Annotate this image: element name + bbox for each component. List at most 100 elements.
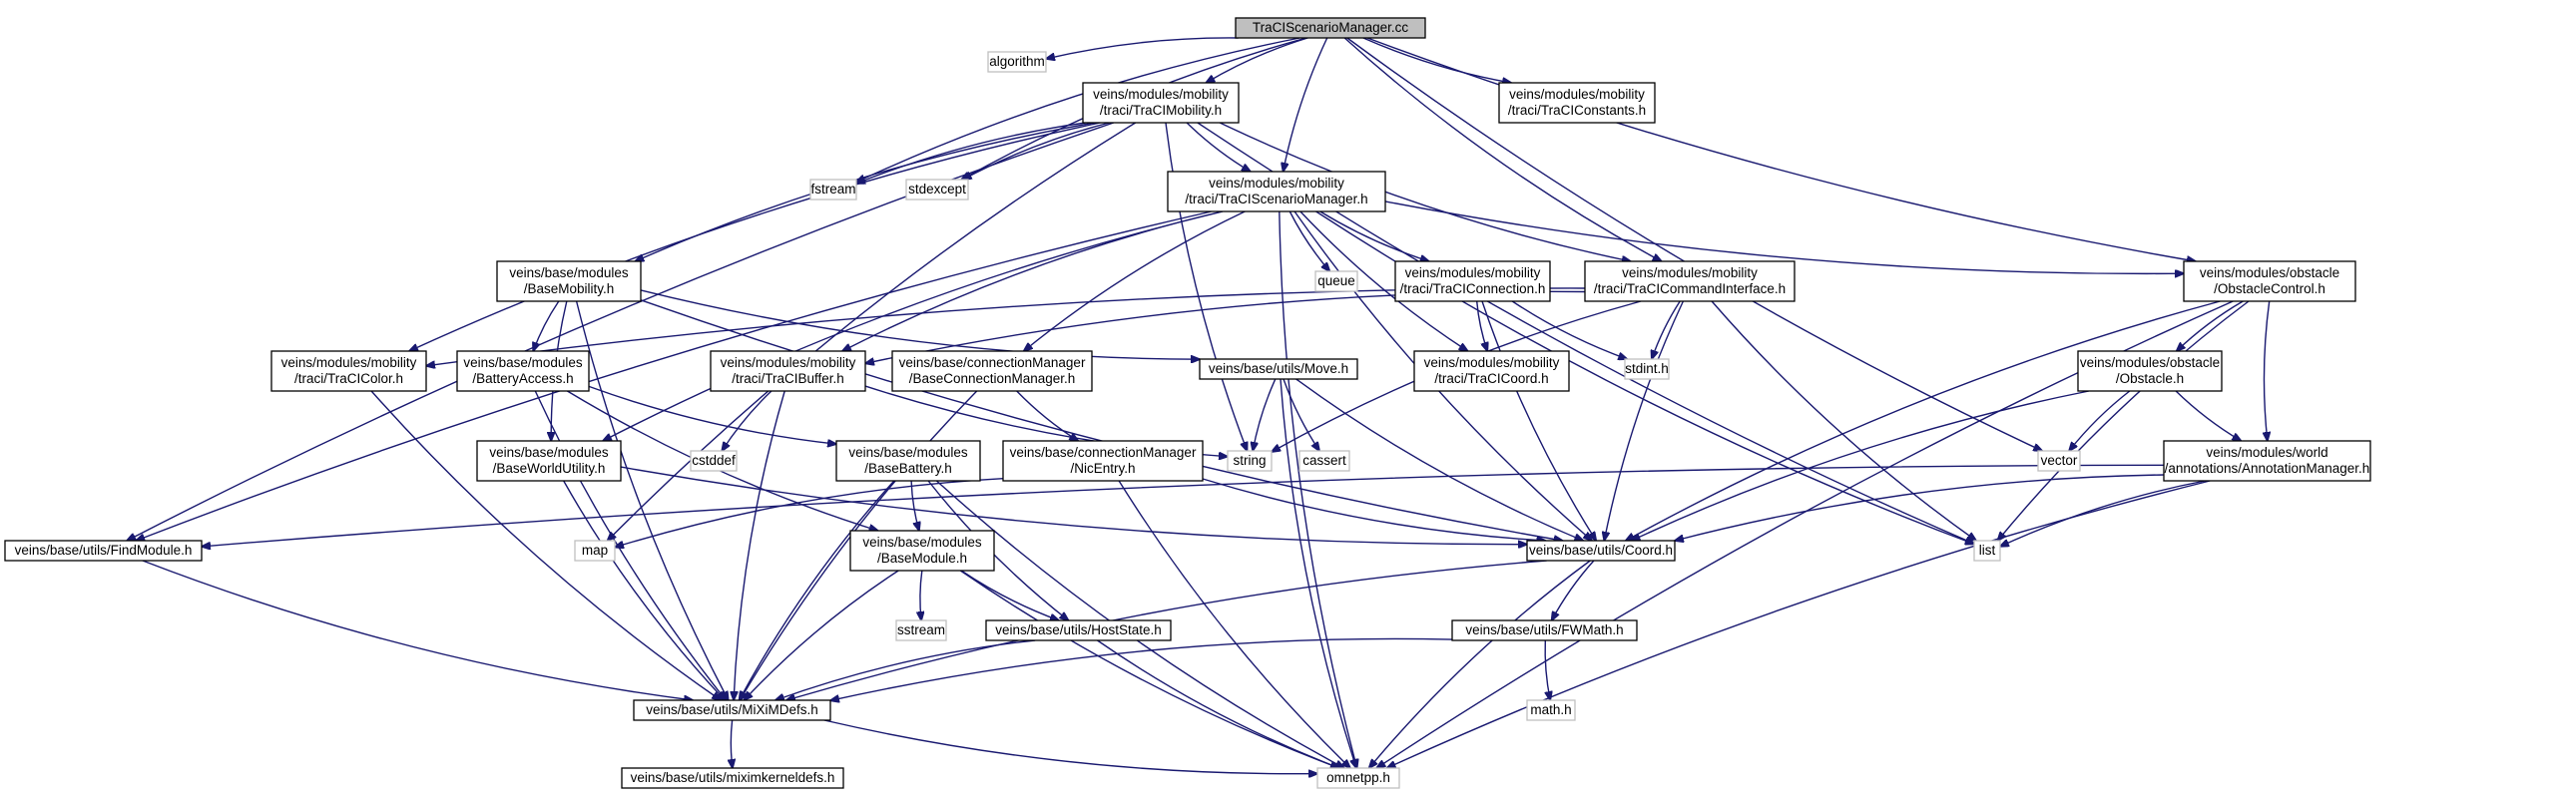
node-box-battery bbox=[835, 440, 981, 482]
include-edge-bwu-to-coord bbox=[620, 466, 1527, 545]
node-label-root-line-1: TraCIScenarioManager.cc bbox=[1253, 20, 1409, 35]
node-cassert: cassert bbox=[1298, 450, 1350, 472]
node-fwmath[interactable]: veins/base/utils/FWMath.h bbox=[1451, 619, 1638, 641]
node-box-mixim bbox=[633, 699, 831, 721]
node-box-coordh bbox=[1413, 350, 1570, 392]
node-label-bcm-line-2: /BaseConnectionManager.h bbox=[909, 371, 1076, 386]
include-edge-buffer-to-mixim bbox=[734, 390, 785, 700]
node-label-omnetpp-line-1: omnetpp.h bbox=[1326, 770, 1390, 785]
node-basemod[interactable]: veins/base/modules/BaseModule.h bbox=[849, 530, 995, 572]
include-edge-mob-to-findmod bbox=[127, 122, 1115, 541]
node-box-annot bbox=[2163, 440, 2371, 482]
node-mixim[interactable]: veins/base/utils/MiXiMDefs.h bbox=[633, 699, 831, 721]
include-edge-bcm-to-nic bbox=[1016, 390, 1079, 441]
include-edge-root-to-mob bbox=[1206, 37, 1308, 83]
node-box-stdexcept bbox=[905, 179, 969, 201]
node-box-nic bbox=[1002, 440, 1204, 482]
node-hoststate[interactable]: veins/base/utils/HostState.h bbox=[985, 619, 1172, 641]
node-box-vector bbox=[2037, 450, 2081, 472]
node-battacc[interactable]: veins/base/modules/BatteryAccess.h bbox=[456, 350, 590, 392]
node-label-coord-line-1: veins/base/utils/Coord.h bbox=[1529, 543, 1673, 558]
include-edge-annot-to-findmod bbox=[202, 464, 2165, 547]
include-edge-nic-to-omnetpp bbox=[1118, 480, 1350, 768]
include-edge-mob-to-color bbox=[409, 122, 1101, 351]
node-label-mob-line-2: /traci/TraCIMobility.h bbox=[1100, 103, 1222, 118]
node-label-bwu-line-1: veins/base/modules bbox=[489, 445, 609, 460]
node-box-bcm bbox=[891, 350, 1093, 392]
node-box-stdint bbox=[1624, 358, 1670, 380]
node-conn[interactable]: veins/modules/mobility/traci/TraCIConnec… bbox=[1394, 260, 1551, 302]
node-coord[interactable]: veins/base/utils/Coord.h bbox=[1526, 540, 1676, 562]
node-smh[interactable]: veins/modules/mobility/traci/TraCIScenar… bbox=[1167, 171, 1386, 212]
include-edge-smh-to-conn bbox=[1319, 210, 1429, 261]
include-edge-root-to-cmd bbox=[1343, 37, 1662, 261]
node-box-root bbox=[1235, 17, 1426, 39]
node-obsctl[interactable]: veins/modules/obstacle/ObstacleControl.h bbox=[2183, 260, 2356, 302]
node-box-move bbox=[1199, 358, 1358, 380]
node-basemob[interactable]: veins/base/modules/BaseMobility.h bbox=[496, 260, 642, 302]
include-edge-mob-to-map bbox=[608, 122, 1137, 541]
node-findmod[interactable]: veins/base/utils/FindModule.h bbox=[4, 540, 203, 562]
node-kernel[interactable]: veins/base/utils/miximkerneldefs.h bbox=[621, 767, 844, 789]
node-box-basemod bbox=[849, 530, 995, 572]
include-edge-basemob-to-battacc bbox=[533, 300, 560, 351]
node-box-kernel bbox=[621, 767, 844, 789]
node-color[interactable]: veins/modules/mobility/traci/TraCIColor.… bbox=[270, 350, 427, 392]
node-battery[interactable]: veins/base/modules/BaseBattery.h bbox=[835, 440, 981, 482]
node-stdexcept: stdexcept bbox=[905, 179, 969, 201]
node-label-conn-line-2: /traci/TraCIConnection.h bbox=[1400, 281, 1546, 296]
edge-layer bbox=[127, 37, 2270, 774]
node-bwu[interactable]: veins/base/modules/BaseWorldUtility.h bbox=[476, 440, 622, 482]
include-edge-fwmath-to-mathh bbox=[1544, 639, 1550, 700]
node-box-fstream bbox=[809, 179, 857, 201]
include-edge-cmd-to-stdint bbox=[1652, 300, 1681, 359]
node-box-string bbox=[1227, 450, 1273, 472]
node-fstream: fstream bbox=[809, 179, 857, 201]
node-obstacle[interactable]: veins/modules/obstacle/Obstacle.h bbox=[2077, 350, 2223, 392]
node-label-fstream-line-1: fstream bbox=[810, 182, 855, 197]
node-list: list bbox=[1973, 540, 2001, 562]
node-box-cmd bbox=[1584, 260, 1796, 302]
node-label-obsctl-line-1: veins/modules/obstacle bbox=[2200, 265, 2339, 280]
node-label-list-line-1: list bbox=[1979, 543, 1996, 558]
node-annot[interactable]: veins/modules/world/annotations/Annotati… bbox=[2163, 440, 2371, 482]
include-edge-mob-to-cmd bbox=[1219, 122, 1631, 261]
node-label-buffer-line-2: /traci/TraCIBuffer.h bbox=[732, 371, 844, 386]
include-edge-color-to-mixim bbox=[370, 390, 721, 700]
node-label-battacc-line-1: veins/base/modules bbox=[463, 355, 583, 370]
node-box-omnetpp bbox=[1316, 767, 1400, 789]
node-buffer[interactable]: veins/modules/mobility/traci/TraCIBuffer… bbox=[710, 350, 866, 392]
node-map: map bbox=[574, 540, 616, 562]
include-edge-mob-to-smh bbox=[1186, 122, 1251, 172]
include-edge-annot-to-list bbox=[2000, 480, 2206, 547]
node-mob[interactable]: veins/modules/mobility/traci/TraCIMobili… bbox=[1082, 82, 1240, 124]
include-edge-hoststate-to-omnetpp bbox=[1097, 639, 1340, 768]
node-cmd[interactable]: veins/modules/mobility/traci/TraCIComman… bbox=[1584, 260, 1796, 302]
include-edge-conn-to-stdint bbox=[1511, 300, 1627, 359]
node-label-hoststate-line-1: veins/base/utils/HostState.h bbox=[995, 622, 1162, 637]
node-box-battacc bbox=[456, 350, 590, 392]
node-root[interactable]: TraCIScenarioManager.cc bbox=[1235, 17, 1426, 39]
node-label-consts-line-2: /traci/TraCIConstants.h bbox=[1508, 103, 1646, 118]
node-bcm[interactable]: veins/base/connectionManager/BaseConnect… bbox=[891, 350, 1093, 392]
include-edge-conn-to-coordh bbox=[1476, 300, 1488, 351]
node-move[interactable]: veins/base/utils/Move.h bbox=[1199, 358, 1358, 380]
include-edge-cmd-to-coord bbox=[1604, 300, 1685, 541]
node-nic[interactable]: veins/base/connectionManager/NicEntry.h bbox=[1002, 440, 1204, 482]
node-label-basemod-line-2: /BaseModule.h bbox=[877, 551, 967, 566]
node-layer: TraCIScenarioManager.ccalgorithmveins/mo… bbox=[4, 17, 2371, 789]
include-edge-battery-to-mixim bbox=[740, 480, 895, 700]
node-label-coordh-line-2: /traci/TraCICoord.h bbox=[1434, 371, 1548, 386]
node-label-basemob-line-2: /BaseMobility.h bbox=[524, 281, 615, 296]
include-edge-obstacle-to-annot bbox=[2175, 390, 2241, 441]
node-coordh[interactable]: veins/modules/mobility/traci/TraCICoord.… bbox=[1413, 350, 1570, 392]
node-consts[interactable]: veins/modules/mobility/traci/TraCIConsta… bbox=[1498, 82, 1656, 124]
include-edge-basemob-to-mixim bbox=[575, 300, 729, 700]
node-label-color-line-1: veins/modules/mobility bbox=[281, 355, 417, 370]
node-label-basemod-line-1: veins/base/modules bbox=[862, 535, 982, 550]
node-label-smh-line-1: veins/modules/mobility bbox=[1209, 176, 1344, 191]
include-edge-smh-to-obsctl bbox=[1384, 201, 2184, 273]
node-box-cassert bbox=[1298, 450, 1350, 472]
node-label-kernel-line-1: veins/base/utils/miximkerneldefs.h bbox=[631, 770, 835, 785]
